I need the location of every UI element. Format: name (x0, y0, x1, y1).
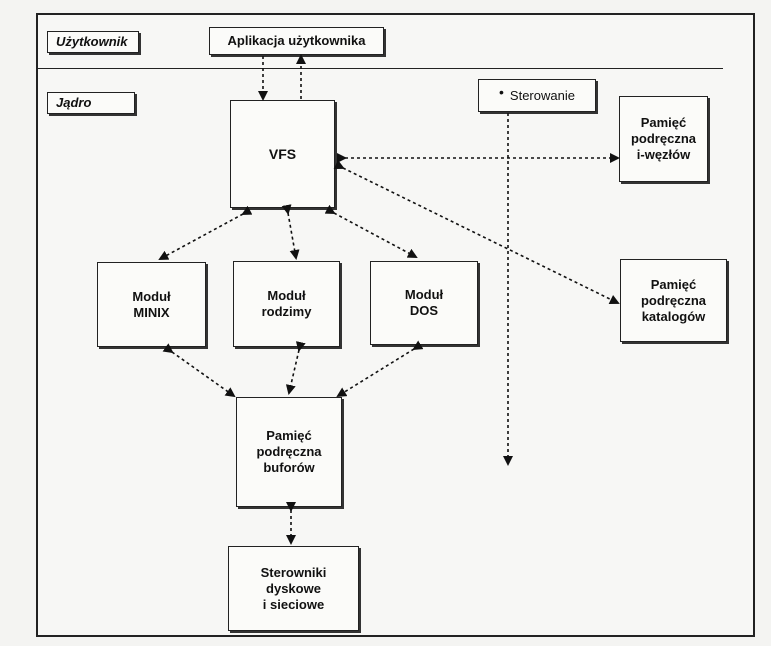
kernel-space-label: Jądro (47, 92, 135, 114)
vfs-dircache-arrow (333, 159, 620, 304)
buffer-cache-box: Pamięć podręczna buforów (236, 397, 342, 507)
vfs-native-arrow (281, 204, 300, 260)
dos-buffer-arrow (336, 340, 424, 398)
vfs-dos-arrow (324, 204, 418, 258)
drivers-box: Sterowniki dyskowe i sieciowe (228, 546, 359, 631)
user-space-label: Użytkownik (47, 31, 139, 53)
vfs-box: VFS (230, 100, 335, 208)
user-application-box: Aplikacja użytkownika (209, 27, 384, 55)
minix-buffer-arrow (162, 343, 236, 398)
native-buffer-arrow (285, 341, 306, 395)
user-kernel-divider (36, 68, 723, 69)
directory-cache-box: Pamięć podręczna katalogów (620, 259, 727, 342)
inode-cache-box: Pamięć podręczna i-węzłów (619, 96, 708, 182)
minix-module-box: Moduł MINIX (97, 262, 206, 347)
control-dot-icon: • (499, 83, 504, 100)
control-box: • Sterowanie (478, 79, 596, 112)
control-label: Sterowanie (509, 87, 575, 103)
vfs-minix-arrow (158, 205, 253, 260)
